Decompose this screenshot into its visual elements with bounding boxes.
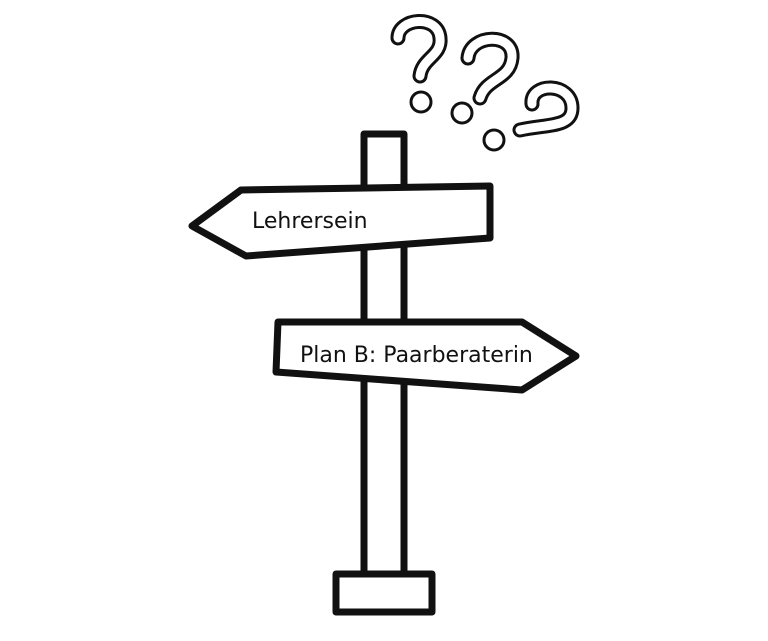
question-mark-icon bbox=[390, 14, 448, 114]
signpost-base bbox=[332, 570, 436, 616]
left-sign: Lehrersein bbox=[188, 182, 494, 260]
right-arrow-board bbox=[272, 318, 580, 394]
left-sign-label: Lehrersein bbox=[252, 209, 368, 234]
question-mark-icon bbox=[450, 31, 520, 125]
left-arrow-board bbox=[188, 182, 494, 260]
right-sign: Plan B: Paarberaterin bbox=[272, 318, 580, 394]
question-mark-icon bbox=[482, 80, 580, 152]
right-sign-label: Plan B: Paarberaterin bbox=[300, 343, 533, 368]
question-marks-group bbox=[390, 14, 580, 152]
